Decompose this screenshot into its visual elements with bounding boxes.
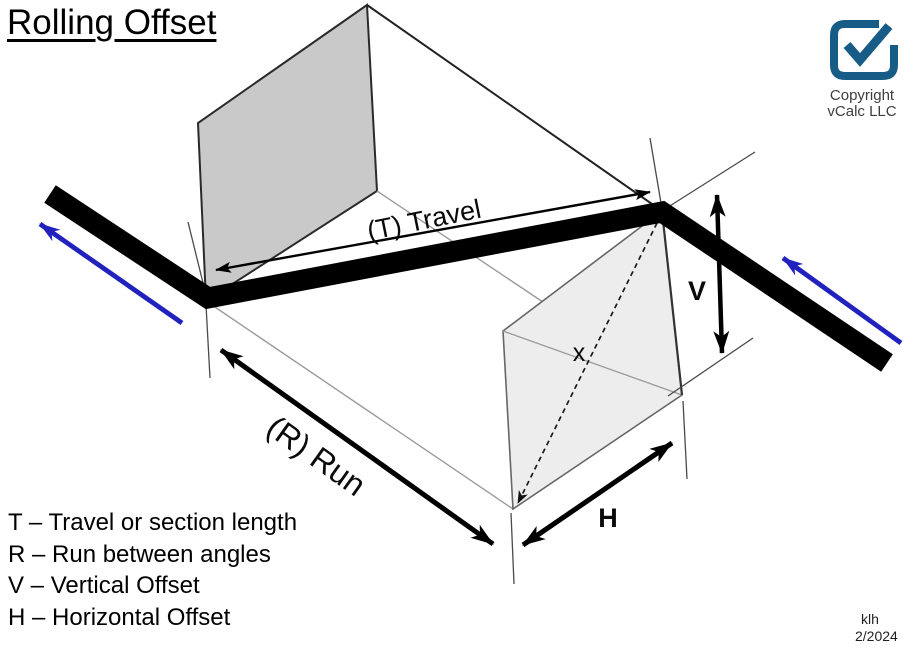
extension-line [510, 512, 515, 585]
flow-arrow-right [781, 256, 903, 345]
run-label: (R) Run [260, 409, 372, 503]
check-mark [843, 23, 893, 67]
travel-label: (T) Travel [364, 194, 483, 246]
signature: klh 2/2024 [855, 611, 898, 645]
horizontal-offset-arrow [521, 440, 674, 548]
offset-diagonal-label: x [573, 339, 586, 367]
legend-item-horizontal: H – Horizontal Offset [8, 603, 231, 631]
travel-dimension-arrow [215, 189, 651, 273]
vertical-offset-arrow [709, 194, 730, 354]
signature-date: 2/2024 [855, 628, 898, 644]
extension-line [664, 151, 756, 210]
vertical-offset-label: V [688, 276, 706, 306]
offset-plane-right-edge [660, 210, 684, 396]
offset-plane-horizontal-diagonal [502, 330, 683, 396]
legend: T – Travel or section length R – Run bet… [8, 507, 297, 633]
horizontal-offset-label: H [598, 503, 618, 533]
vcalc-logo [828, 18, 900, 80]
author-initials: klh [861, 611, 879, 627]
copyright-line1: Copyright [829, 87, 895, 104]
checkbox-outline [830, 20, 898, 80]
offset-plane [502, 209, 683, 511]
extension-line [649, 137, 663, 210]
run-dimension-arrow [219, 347, 495, 547]
legend-item-run: R – Run between angles [8, 540, 271, 568]
legend-item-travel: T – Travel or section length [8, 509, 298, 536]
flow-arrow-left [38, 222, 184, 325]
offset-plane-group [502, 209, 684, 511]
extension-line [682, 400, 688, 480]
box-top-edge [366, 4, 663, 212]
checkbox-check-icon [830, 20, 898, 80]
extension-line [205, 304, 211, 379]
page-title: Rolling Offset [7, 3, 217, 42]
extension-line [667, 337, 754, 397]
copyright-line2: vCalc LLC [827, 102, 897, 120]
legend-item-vertical: V – Vertical Offset [8, 572, 200, 599]
copyright-text: Copyright vCalc LLC [812, 88, 912, 119]
